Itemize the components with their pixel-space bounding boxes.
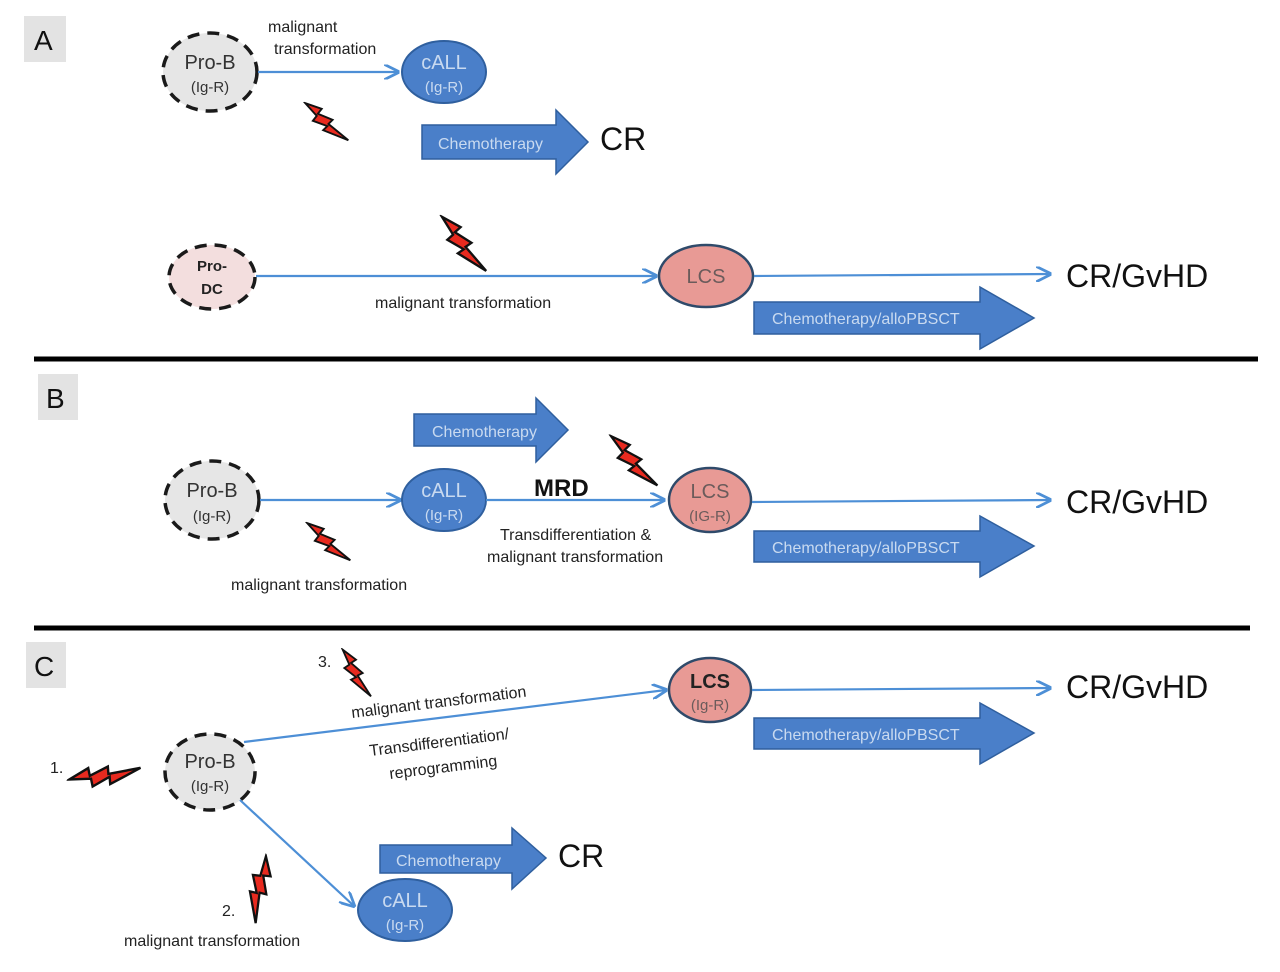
mrd-label: MRD <box>534 475 589 502</box>
therapy-arrow-c-call: Chemotherapy <box>379 826 548 891</box>
transition-label-a1-line2: transformation <box>274 41 376 58</box>
lightning-bolt-icon <box>303 92 350 151</box>
call-name: cALL <box>421 480 467 502</box>
pro-dc-cell: Pro- DC <box>167 243 257 311</box>
pro-dc-sub: DC <box>201 281 223 298</box>
call-cell-b: cALL (Ig-R) <box>401 468 487 532</box>
connector-lcs-to-outcome-a <box>753 274 1050 276</box>
lcs-sub: (Ig-R) <box>691 697 729 714</box>
call-name: cALL <box>421 52 467 74</box>
hit-2-label: 2. <box>222 903 235 920</box>
therapy-label-b1: Chemotherapy <box>432 424 537 441</box>
call-sub: (Ig-R) <box>425 507 463 524</box>
transition-label-a1-line1: malignant <box>268 19 338 36</box>
connector-lcs-to-outcome-b <box>751 500 1050 502</box>
lightning-bolt-icon <box>305 512 352 571</box>
call-transition-label-c: malignant transformation <box>124 933 300 950</box>
therapy-arrow-a1: Chemotherapy <box>421 108 590 176</box>
panel-label-box-b <box>38 374 78 420</box>
pro-b-sub: (Ig-R) <box>191 79 229 96</box>
connector-pro-b-to-lcs-c <box>243 690 666 744</box>
outcome-a2: CR/GvHD <box>1066 258 1208 294</box>
panel-label-box-a <box>24 16 66 62</box>
pro-b-cell-b: Pro-B (Ig-R) <box>163 459 261 541</box>
lower-transition-label-c-line2: reprogramming <box>388 753 498 783</box>
pro-b-name: Pro-B <box>184 52 235 74</box>
call-cell-c: cALL (Ig-R) <box>357 878 453 942</box>
connector-lcs-to-outcome-c <box>751 688 1050 690</box>
pro-b-name: Pro-B <box>184 751 235 773</box>
call-name: cALL <box>382 890 428 912</box>
lcs-sub: (IG-R) <box>689 508 731 525</box>
pro-b-name: Pro-B <box>186 480 237 502</box>
lcs-cell-a: LCS <box>657 243 755 309</box>
lightning-bolt-icon <box>440 210 488 278</box>
lcs-cell-b: LCS (IG-R) <box>667 466 753 534</box>
call-cell-a: cALL (Ig-R) <box>401 40 487 104</box>
panel-label-b: B <box>46 383 65 414</box>
hit-1-label: 1. <box>50 760 63 777</box>
therapy-label-c-call: Chemotherapy <box>396 853 501 870</box>
hit-3-label: 3. <box>318 654 331 671</box>
panel-b: B Pro-B (Ig-R) malignant transformation … <box>38 374 1208 594</box>
therapy-label-c-lcs: Chemotherapy/alloPBSCT <box>772 727 960 744</box>
call-sub: (Ig-R) <box>425 79 463 96</box>
lightning-bolt-icon <box>68 743 142 804</box>
outcome-c-call: CR <box>558 838 604 874</box>
therapy-label-a2: Chemotherapy/alloPBSCT <box>772 311 960 328</box>
outcome-a1: CR <box>600 121 646 157</box>
transition-label-b2-line2: malignant transformation <box>487 549 663 566</box>
panel-label-c: C <box>34 651 54 682</box>
panel-a: A Pro-B (Ig-R) malignant transformation … <box>24 16 1208 351</box>
pro-b-sub: (Ig-R) <box>191 778 229 795</box>
call-sub: (Ig-R) <box>386 917 424 934</box>
lightning-bolt-icon <box>341 648 372 698</box>
therapy-arrow-a2: Chemotherapy/alloPBSCT <box>753 285 1036 351</box>
panel-label-a: A <box>34 25 53 56</box>
lcs-name: LCS <box>687 266 726 288</box>
transition-label-b2-line1: Transdifferentiation & <box>500 527 652 544</box>
pro-dc-name: Pro- <box>197 258 227 275</box>
connector-pro-b-to-call-c <box>239 799 354 906</box>
upper-transition-label-c: malignant transformation <box>350 684 527 722</box>
therapy-arrow-b1: Chemotherapy <box>413 396 570 464</box>
lcs-name: LCS <box>690 671 730 693</box>
therapy-arrow-b2: Chemotherapy/alloPBSCT <box>753 514 1036 579</box>
outcome-b: CR/GvHD <box>1066 484 1208 520</box>
therapy-label-a1: Chemotherapy <box>438 136 543 153</box>
lightning-bolt-icon <box>609 427 659 494</box>
pro-b-cell-c: Pro-B (Ig-R) <box>163 732 257 812</box>
pro-b-sub: (Ig-R) <box>193 508 231 525</box>
outcome-c-lcs: CR/GvHD <box>1066 669 1208 705</box>
therapy-label-b2: Chemotherapy/alloPBSCT <box>772 540 960 557</box>
lcs-cell-c: LCS (Ig-R) <box>667 656 753 724</box>
therapy-arrow-c-lcs: Chemotherapy/alloPBSCT <box>753 701 1036 766</box>
lightning-bolt-icon <box>227 854 295 925</box>
pro-b-cell-a: Pro-B (Ig-R) <box>161 31 259 113</box>
lcs-name: LCS <box>691 481 730 503</box>
transition-label-a2: malignant transformation <box>375 295 551 312</box>
transition-label-b1: malignant transformation <box>231 577 407 594</box>
panel-c: C 1. Pro-B (Ig-R) 3. malignant transform… <box>26 642 1208 950</box>
panel-label-box-c <box>26 642 66 688</box>
